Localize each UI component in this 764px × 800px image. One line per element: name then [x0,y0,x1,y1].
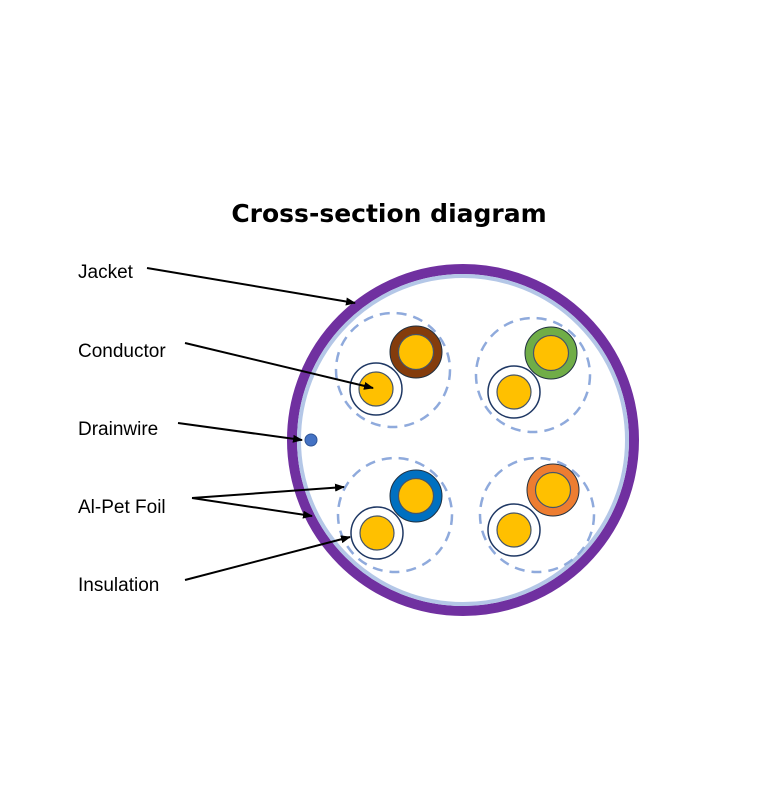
arrow-foil-outer [191,497,313,519]
label-conductor: Conductor [78,341,166,362]
label-drainwire: Drainwire [78,419,158,440]
label-insulation: Insulation [78,575,159,596]
conductor [532,334,570,372]
conductor [496,512,532,548]
arrow-foil-pair [191,483,345,499]
pair-green [474,316,592,434]
label-foil: Al-Pet Foil [78,497,166,518]
arrow-drainwire [177,422,303,443]
arrow-insulation [184,535,351,581]
arrow-jacket [146,267,356,306]
jacket-ring [287,264,639,616]
conductor [534,471,572,509]
pair-shield [334,311,452,429]
conductor [397,333,435,371]
drainwire [304,433,318,447]
arrow-conductor [184,342,374,390]
diagram-title: Cross-section diagram [231,199,546,228]
pair-orange [478,456,596,574]
arrows [146,267,374,581]
pair-shield [478,456,596,574]
pair-shield [336,456,454,574]
conductor [496,374,532,410]
conductor [358,371,394,407]
labels: Jacket Conductor Drainwire Al-Pet Foil I… [78,262,166,596]
pair-brown [334,311,452,429]
cable [287,264,639,616]
conductor [397,477,435,515]
conductor [359,515,395,551]
pair-blue [336,456,454,574]
label-jacket: Jacket [78,262,134,283]
pair-shield [474,316,592,434]
